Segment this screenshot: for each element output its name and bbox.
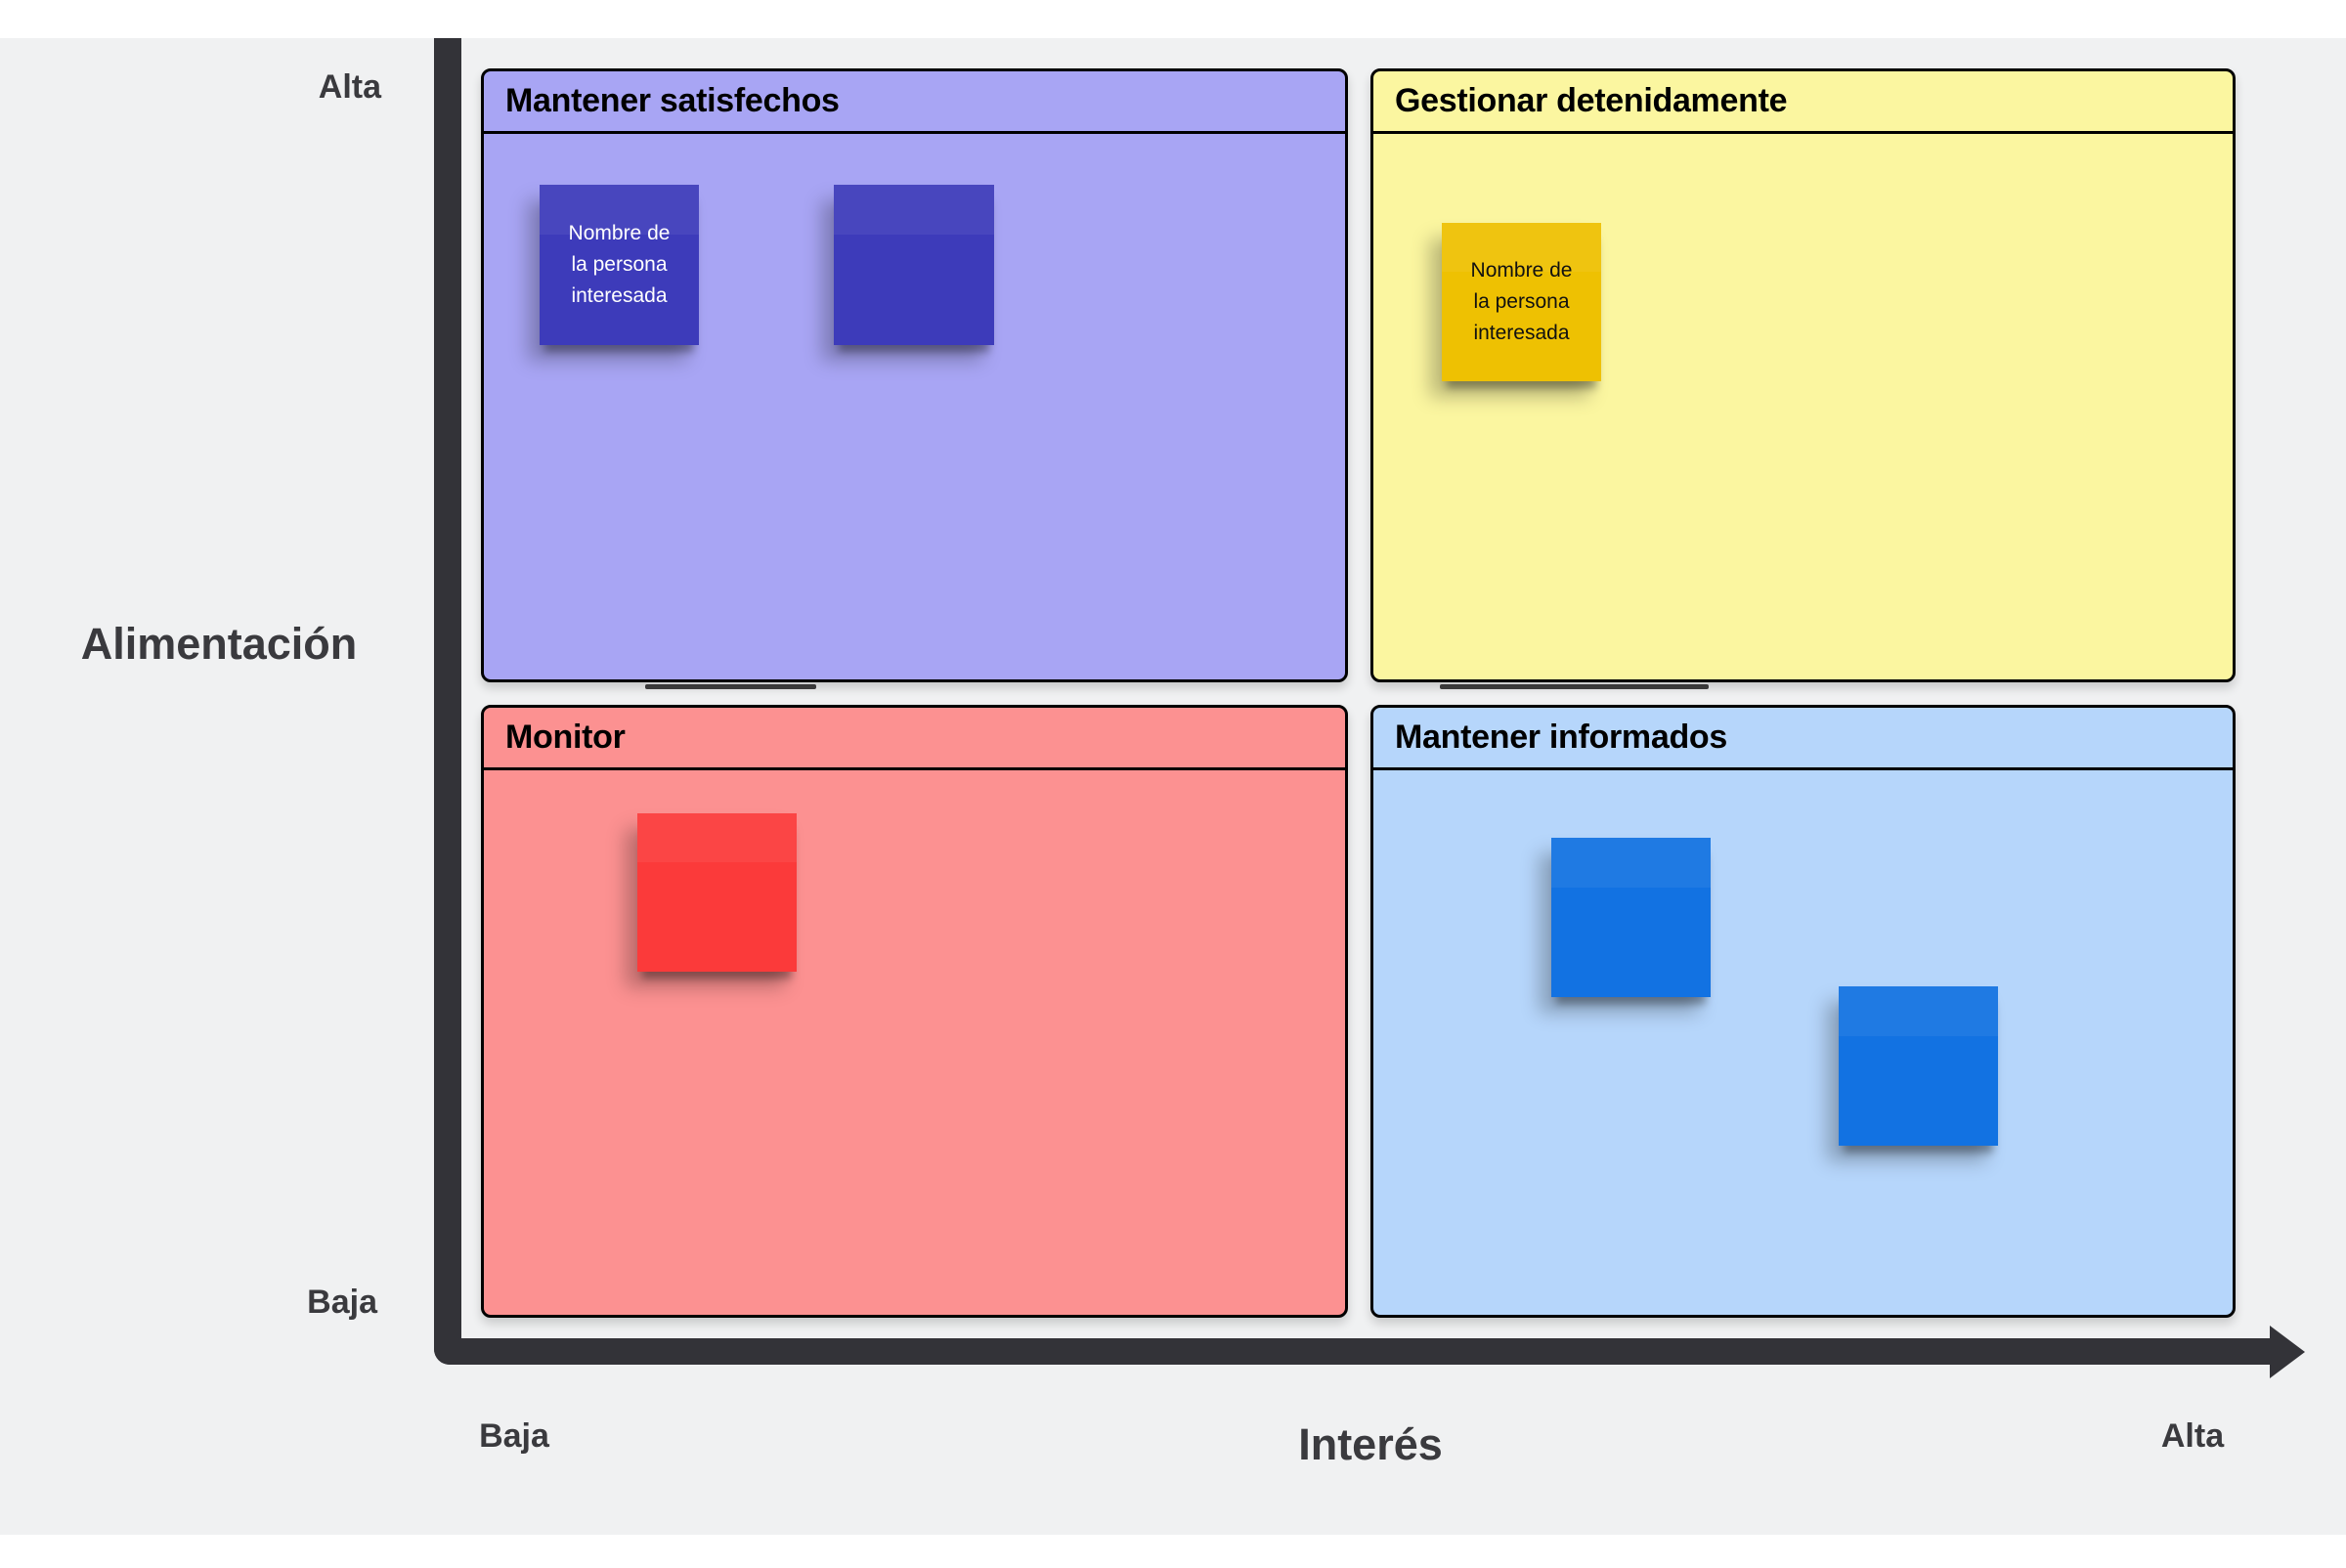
x-axis-high-label: Alta xyxy=(2160,1417,2225,1455)
y-axis-line xyxy=(434,38,461,1365)
quadrant-mantener-informados[interactable]: Mantener informados xyxy=(1370,705,2236,1318)
sticky-note[interactable] xyxy=(834,185,994,345)
sticky-note[interactable]: Nombre de la persona interesada xyxy=(1442,223,1601,381)
sticky-note-text: Nombre de la persona interesada xyxy=(1470,259,1573,344)
quadrant-header: Mantener satisfechos xyxy=(484,71,1345,134)
quadrant-header: Gestionar detenidamente xyxy=(1373,71,2233,134)
x-axis-low-label: Baja xyxy=(479,1417,549,1455)
quadrant-title: Mantener informados xyxy=(1395,719,1728,756)
y-axis-high-label: Alta xyxy=(318,68,381,106)
x-axis-title: Interés xyxy=(1298,1419,1443,1469)
quadrant-header: Mantener informados xyxy=(1373,708,2233,770)
sticky-note[interactable] xyxy=(1839,986,1998,1146)
sticky-note[interactable] xyxy=(637,813,797,972)
quadrant-title: Monitor xyxy=(505,719,626,756)
sticky-note-text: Nombre de la persona interesada xyxy=(568,222,671,307)
quadrant-mantener-satisfechos[interactable]: Mantener satisfechos xyxy=(481,68,1348,682)
quadrant-title: Gestionar detenidamente xyxy=(1395,82,1788,119)
sticky-note[interactable] xyxy=(1551,838,1711,997)
quadrant-monitor[interactable]: Monitor xyxy=(481,705,1348,1318)
x-axis-arrowhead-icon xyxy=(2270,1326,2305,1378)
y-axis-low-label: Baja xyxy=(307,1284,377,1321)
sticky-note[interactable]: Nombre de la persona interesada xyxy=(540,185,699,345)
quadrant-header: Monitor xyxy=(484,708,1345,770)
x-axis-line xyxy=(434,1338,2274,1365)
y-axis-title: Alimentación xyxy=(80,619,358,669)
note-shadow-sliver xyxy=(1440,684,1709,689)
quadrant-title: Mantener satisfechos xyxy=(505,82,840,119)
note-shadow-sliver xyxy=(645,684,816,689)
